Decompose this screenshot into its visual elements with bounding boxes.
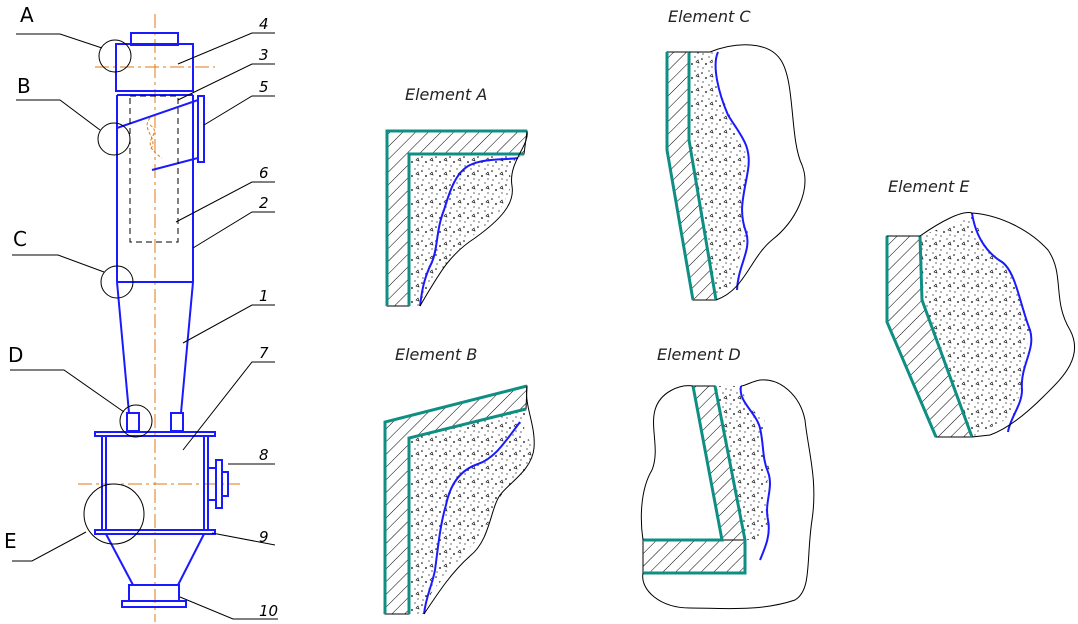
lining-inner-d [643, 385, 747, 575]
surface-e [971, 212, 1033, 433]
surface-c [714, 51, 750, 291]
part-number-6: 6 [259, 164, 269, 182]
detail-element-d: Element D [640, 345, 815, 610]
leader-b [16, 99, 101, 131]
fill-e [920, 213, 1030, 437]
detail-title-e: Element E [888, 177, 970, 196]
cyclone-main-view: A B C D E 4 3 5 6 2 1 7 8 9 10 [4, 3, 278, 622]
hatch-d-floor [642, 539, 746, 574]
fill-d [715, 386, 770, 540]
break-b [423, 385, 535, 615]
leader-d [10, 369, 125, 413]
detail-title-a: Element A [405, 85, 487, 104]
lining-inner-a [407, 152, 524, 306]
callout-circle-b [97, 122, 131, 156]
lining-outer-b [383, 384, 528, 614]
detail-element-c: Element C [665, 7, 806, 301]
callout-circle-e [83, 483, 145, 545]
inner-pipe [129, 95, 179, 243]
bottom-outlet [128, 584, 180, 602]
detail-element-e: Element E [885, 177, 1076, 438]
surface-a [419, 157, 519, 307]
leader-2 [192, 211, 275, 249]
part-number-10: 10 [259, 602, 278, 620]
dust-outlet [126, 412, 140, 432]
callout-label-d: D [8, 343, 23, 367]
surface-d [739, 385, 771, 561]
lining-outer-c [665, 52, 695, 301]
break-a [419, 130, 528, 307]
callout-label-a: A [20, 3, 34, 27]
break-d [640, 379, 815, 610]
leader-6 [175, 181, 275, 223]
lining-outer-a [385, 129, 527, 306]
leader-9 [211, 532, 276, 546]
lining-outer-d [643, 385, 724, 542]
cone [116, 281, 194, 414]
bottom-flange [94, 529, 216, 535]
part-number-7: 7 [259, 344, 269, 362]
callout-label-b: B [17, 74, 31, 98]
callout-label-c: C [13, 227, 27, 251]
leader-c [12, 254, 105, 273]
part-number-5: 5 [259, 78, 269, 96]
swirl-arrows [146, 117, 163, 159]
leader-e [12, 531, 87, 562]
cylindrical-body [116, 94, 194, 283]
bottom-outlet-flange [121, 600, 187, 608]
callout-circle-d [119, 404, 153, 438]
leader-3 [177, 63, 275, 101]
detail-element-b: Element B [383, 345, 535, 615]
detail-title-d: Element D [657, 345, 741, 364]
part-number-2: 2 [259, 194, 269, 212]
callout-circle-a [98, 39, 132, 73]
part-number-3: 3 [259, 46, 269, 64]
lining-inner-e [918, 235, 974, 438]
part-number-1: 1 [259, 287, 269, 305]
dust-outlet-2 [170, 412, 184, 432]
callout-circle-c [100, 265, 134, 299]
break-e [887, 212, 1076, 438]
callout-label-e: E [4, 529, 17, 553]
detail-element-a: Element A [385, 85, 528, 307]
fill-c [689, 52, 748, 300]
leader-5 [203, 95, 275, 126]
lining-outer-e [885, 236, 938, 438]
part-number-9: 9 [259, 528, 269, 546]
detail-title-c: Element C [668, 7, 751, 26]
inlet-flange [197, 95, 205, 163]
leader-a [16, 33, 103, 49]
side-port-cap [221, 471, 229, 497]
fill-b [409, 409, 534, 614]
lower-cone [105, 533, 205, 586]
lining-inner-b [407, 407, 527, 614]
lining-inner-c [687, 52, 718, 301]
break-c [689, 44, 806, 301]
detail-title-b: Element B [395, 345, 477, 364]
leader-10 [179, 596, 278, 620]
fill-a [409, 154, 524, 306]
leader-7 [182, 361, 275, 451]
part-number-4: 4 [259, 15, 269, 33]
surface-b [423, 421, 521, 615]
leader-1 [182, 304, 275, 344]
leader-4 [177, 32, 275, 65]
part-number-8: 8 [259, 446, 269, 464]
